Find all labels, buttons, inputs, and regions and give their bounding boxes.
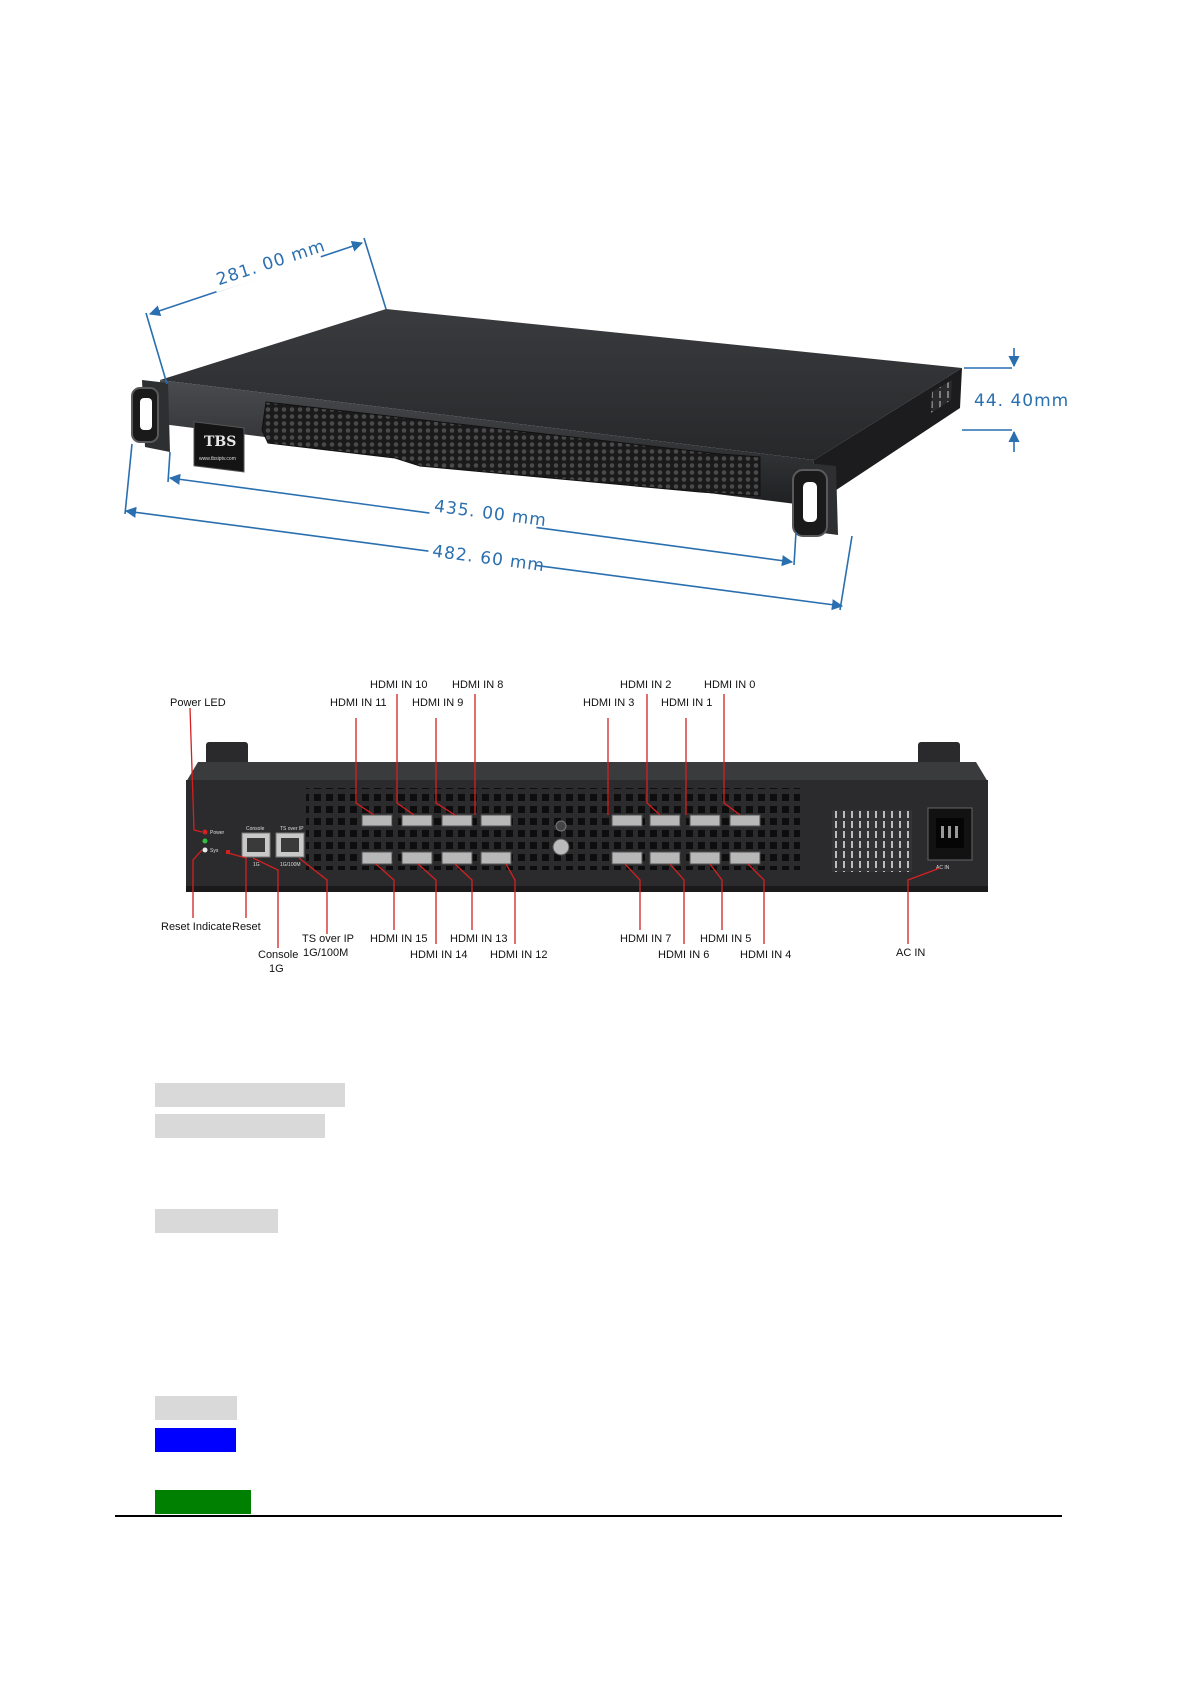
- right-rack-handle: [792, 462, 838, 537]
- front-logo-plate: [193, 421, 245, 473]
- side-vent: [931, 380, 952, 413]
- label-hdmi-in-0: HDMI IN 0: [704, 679, 755, 691]
- hdmi-port-9[interactable]: [441, 814, 473, 827]
- device-rear-view: AC IN Power Sys Console TS over IP 1G 1G…: [186, 742, 988, 892]
- label-hdmi-in-15: HDMI IN 15: [370, 933, 427, 945]
- hdmi-port-2[interactable]: [649, 814, 681, 827]
- label-ac-in: AC IN: [896, 947, 925, 959]
- hdmi-port-1[interactable]: [689, 814, 721, 827]
- hdmi-port-14[interactable]: [401, 851, 433, 865]
- label-hdmi-in-8: HDMI IN 8: [452, 679, 503, 691]
- label-console: Console: [258, 949, 298, 961]
- label-reset-indicate: Reset Indicate: [161, 921, 231, 933]
- label-hdmi-in-10: HDMI IN 10: [370, 679, 427, 691]
- label-ts-speed: 1G/100M: [303, 947, 348, 959]
- label-hdmi-in-3: HDMI IN 3: [583, 697, 634, 709]
- label-console-speed: 1G: [269, 963, 284, 975]
- hdmi-port-7[interactable]: [611, 851, 643, 865]
- front-logo-text: TBS: [204, 434, 236, 450]
- label-hdmi-in-9: HDMI IN 9: [412, 697, 463, 709]
- label-power-led: Power LED: [170, 697, 226, 709]
- label-ts-over-ip: TS over IP: [302, 933, 354, 945]
- power-print: Power: [210, 830, 225, 836]
- hdmi-port-6[interactable]: [649, 851, 681, 865]
- redacted-bar-3: [155, 1209, 278, 1233]
- label-hdmi-in-11: HDMI IN 11: [330, 697, 387, 709]
- reset-button[interactable]: [226, 850, 230, 854]
- console-print: Console: [246, 826, 265, 832]
- redacted-bar-2: [155, 1114, 325, 1138]
- redacted-bar-green: [155, 1490, 251, 1514]
- total-width-dimension-label: 482. 60 mm: [431, 542, 546, 577]
- hdmi-ports: [361, 814, 761, 865]
- hdmi-port-5[interactable]: [689, 851, 721, 865]
- label-hdmi-in-5: HDMI IN 5: [700, 933, 751, 945]
- left-rack-handle: [131, 380, 170, 452]
- ts-over-ip-print: TS over IP: [280, 826, 304, 832]
- sys-led: [202, 838, 208, 844]
- label-hdmi-in-2: HDMI IN 2: [620, 679, 671, 691]
- console-speed-print: 1G: [253, 862, 260, 868]
- hdmi-port-13[interactable]: [441, 851, 473, 865]
- sys-print: Sys: [210, 848, 219, 854]
- label-hdmi-in-4: HDMI IN 4: [740, 949, 791, 961]
- hdmi-port-10[interactable]: [401, 814, 433, 827]
- label-hdmi-in-13: HDMI IN 13: [450, 933, 507, 945]
- chassis-right-side: [812, 368, 962, 506]
- ac-inlet: [927, 807, 973, 861]
- front-url-text: www.tbsiptv.com: [199, 456, 236, 462]
- redacted-bar-4: [155, 1396, 237, 1420]
- label-hdmi-in-1: HDMI IN 1: [661, 697, 712, 709]
- chassis-top: [160, 309, 962, 460]
- label-hdmi-in-6: HDMI IN 6: [658, 949, 709, 961]
- height-dimension-label: 44. 40mm: [974, 391, 1069, 411]
- rear-top-lip: [186, 762, 988, 782]
- rear-side-slots: [832, 810, 912, 872]
- hdmi-port-15[interactable]: [361, 851, 393, 865]
- callout-lines: [189, 694, 941, 948]
- ac-in-print: AC IN: [936, 865, 950, 871]
- hdmi-port-0[interactable]: [729, 814, 761, 827]
- redacted-bar-1: [155, 1083, 345, 1107]
- callout-labels: Power LED HDMI IN 10 HDMI IN 8 HDMI IN 1…: [161, 679, 925, 975]
- redacted-bar-blue: [155, 1428, 236, 1452]
- power-led: [202, 829, 208, 835]
- hdmi-port-8[interactable]: [480, 814, 512, 827]
- ground-screw: [552, 838, 570, 856]
- label-hdmi-in-12: HDMI IN 12: [490, 949, 547, 961]
- hdmi-port-4[interactable]: [729, 851, 761, 865]
- device-front-view: TBS www.tbsiptv.com: [131, 309, 962, 537]
- hdmi-port-11[interactable]: [361, 814, 393, 827]
- footer-rule: [115, 1515, 1062, 1517]
- hdmi-port-3[interactable]: [611, 814, 643, 827]
- label-hdmi-in-7: HDMI IN 7: [620, 933, 671, 945]
- reset-indicate-led: [202, 847, 208, 853]
- label-reset: Reset: [232, 921, 261, 933]
- ts-speed-print: 1G/100M: [280, 862, 301, 868]
- label-hdmi-in-14: HDMI IN 14: [410, 949, 467, 961]
- hdmi-port-12[interactable]: [480, 851, 512, 865]
